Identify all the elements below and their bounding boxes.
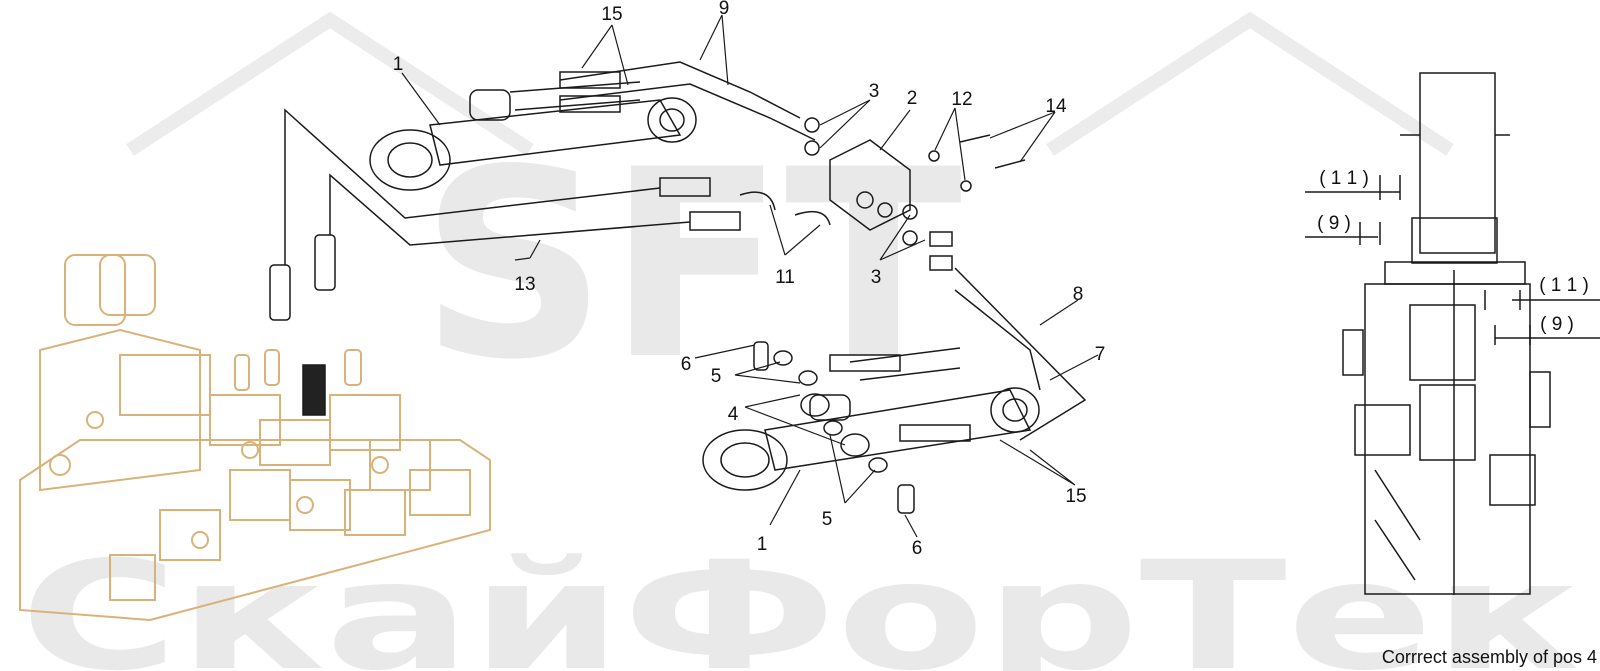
lower-hydraulic-cylinder bbox=[702, 347, 1040, 491]
sealing-washer-a bbox=[773, 350, 793, 366]
sealing-washer-b bbox=[798, 370, 818, 386]
callout-5-bottom: 5 bbox=[822, 509, 833, 530]
callout-13: 13 bbox=[514, 274, 535, 295]
hose-7 bbox=[954, 267, 1087, 441]
elbow-fitting-upper bbox=[739, 191, 776, 211]
banjo-fitting-upper bbox=[800, 393, 830, 417]
dimension-label-9-lower: ( 9 ) bbox=[1540, 314, 1574, 335]
elbow-fitting-lower bbox=[794, 210, 831, 226]
callout-8: 8 bbox=[1073, 284, 1084, 305]
callout-3-mid: 3 bbox=[871, 267, 882, 288]
callout-1-top: 1 bbox=[393, 54, 404, 75]
callout-5-left: 5 bbox=[711, 366, 722, 387]
hose-13-end-b bbox=[314, 234, 336, 291]
hose-sleeve-upper bbox=[559, 71, 621, 89]
sealing-washer-c bbox=[823, 420, 843, 436]
callout-15-bottom: 15 bbox=[1065, 486, 1086, 507]
callout-15-top: 15 bbox=[601, 4, 622, 25]
hose-13-end-a bbox=[269, 264, 291, 321]
adapter-fittings bbox=[804, 117, 953, 271]
watermark-logo-text: SFT bbox=[420, 115, 964, 417]
callout-11: 11 bbox=[775, 267, 795, 288]
callout-labels: 15 9 1 3 2 12 14 13 11 3 8 7 6 5 4 15 5 … bbox=[393, 0, 1106, 559]
banjo-fitting-lower bbox=[840, 433, 870, 457]
callout-6-bottom: 6 bbox=[912, 538, 923, 559]
hose-8 bbox=[954, 289, 1041, 391]
callout-2: 2 bbox=[907, 88, 918, 109]
hose-sleeve-upper-2 bbox=[559, 95, 621, 113]
hose-upper-a bbox=[559, 61, 801, 119]
hose-13-b bbox=[329, 173, 691, 246]
banjo-bolt-lower bbox=[897, 484, 915, 514]
callout-14: 14 bbox=[1045, 96, 1067, 117]
washer-12-a bbox=[928, 150, 940, 162]
manifold-block bbox=[829, 139, 911, 231]
callout-3-top: 3 bbox=[869, 81, 880, 102]
watermark-wordmark: СкайФорТек bbox=[20, 530, 1580, 671]
bolt-14-a bbox=[959, 134, 991, 143]
line-art bbox=[269, 14, 1099, 538]
assembly-detail-view bbox=[1305, 72, 1600, 595]
hose-end-upper bbox=[659, 177, 711, 197]
dimension-label-9-upper: ( 9 ) bbox=[1317, 213, 1351, 234]
dimension-label-11-upper: ( 1 1 ) bbox=[1319, 168, 1369, 189]
hose-13-port-adapter bbox=[302, 364, 326, 416]
callout-1-bottom: 1 bbox=[757, 534, 768, 555]
hose-sleeve-lower bbox=[829, 354, 901, 372]
hose-sleeve-lower-2 bbox=[899, 424, 971, 442]
watermark-logo-outline bbox=[126, 11, 1454, 156]
callout-4: 4 bbox=[728, 404, 739, 425]
upper-hydraulic-cylinder bbox=[369, 81, 697, 191]
banjo-bolt-upper bbox=[753, 341, 769, 371]
detail-view-caption: Corrrect assembly of pos 4 bbox=[1382, 647, 1597, 667]
watermark: SFT СкайФорТек bbox=[20, 11, 1580, 671]
callout-9: 9 bbox=[719, 0, 730, 19]
detail-view-labels: ( 1 1 ) ( 9 ) ( 1 1 ) ( 9 ) Corrrect ass… bbox=[1317, 168, 1597, 667]
leader-lines bbox=[401, 14, 1099, 538]
callout-7: 7 bbox=[1095, 344, 1106, 365]
callout-12: 12 bbox=[951, 89, 972, 110]
callout-6-left: 6 bbox=[681, 354, 692, 375]
sealing-washer-d bbox=[868, 457, 888, 473]
washer-12-b bbox=[960, 180, 972, 192]
hose-end-lower bbox=[689, 211, 741, 231]
hose-13-a bbox=[284, 108, 661, 265]
dimension-label-11-lower: ( 1 1 ) bbox=[1539, 275, 1589, 296]
valve-block-assembly bbox=[19, 254, 491, 622]
hose-upper-b bbox=[559, 83, 816, 141]
